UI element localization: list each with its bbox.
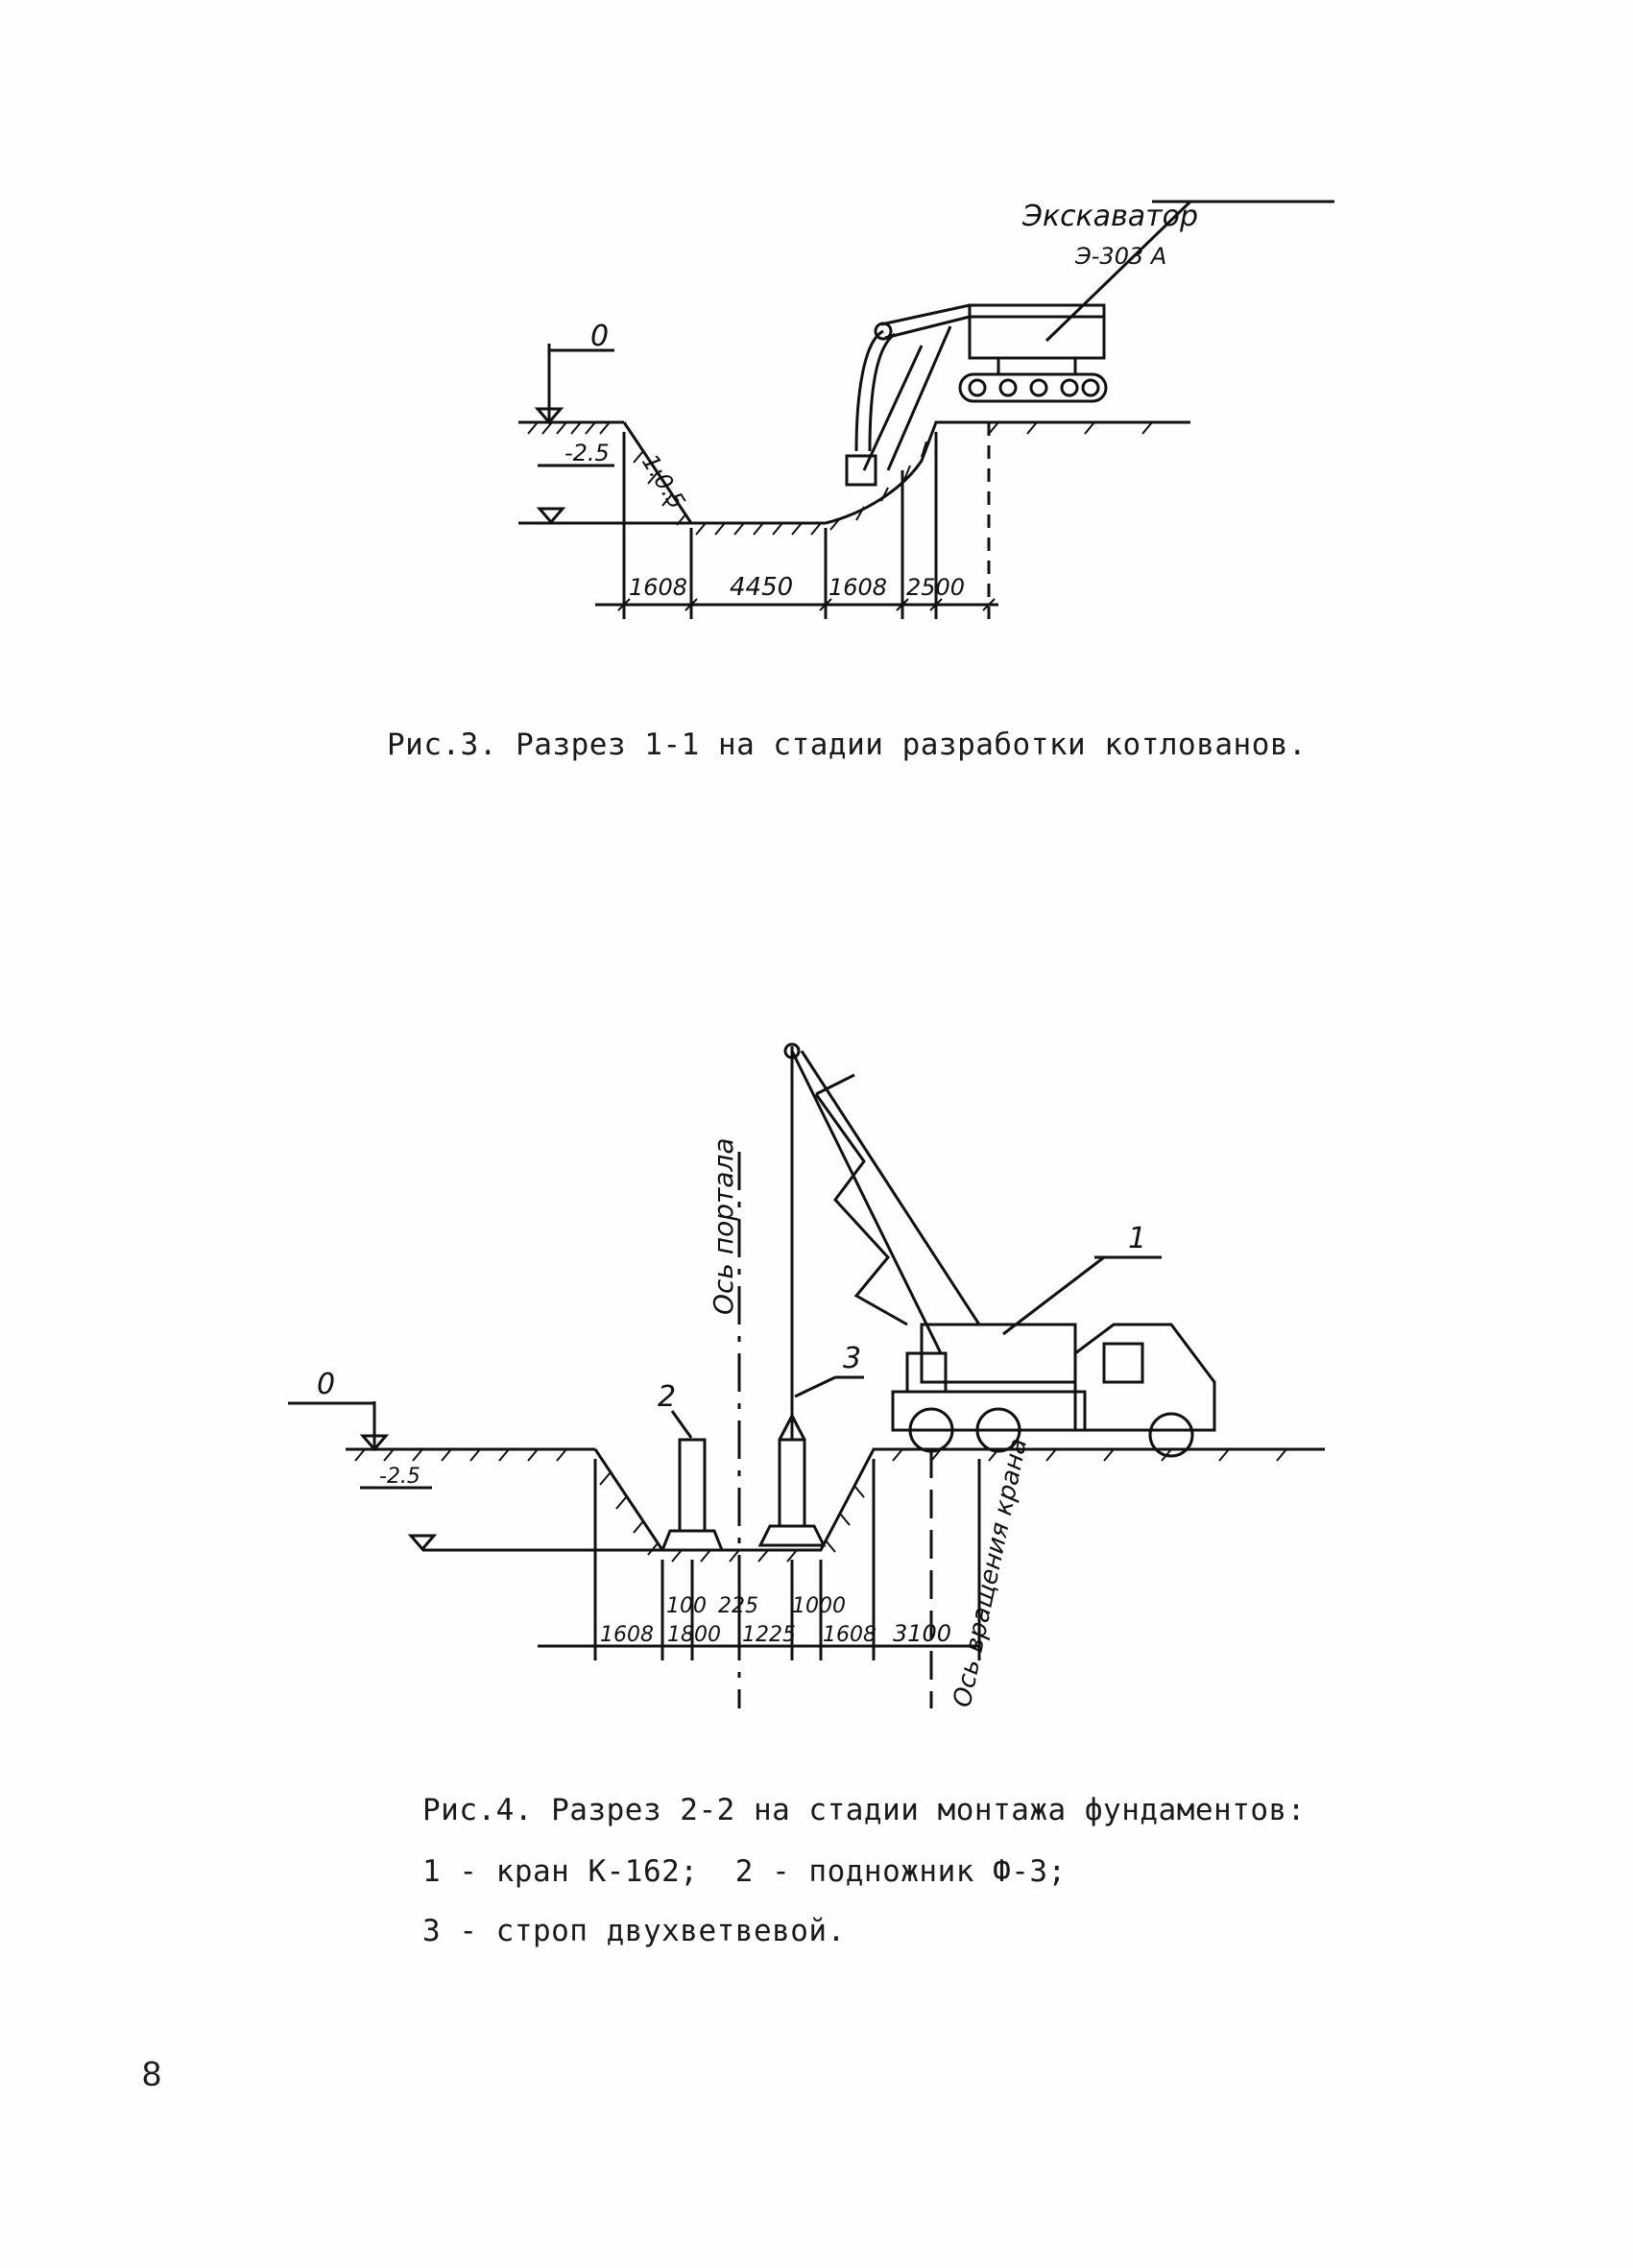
fig3-caption: Рис.3. Разрез 1-1 на стадии разработки к… [387,728,1308,762]
fig4-dim-bottom-5: 3100 [893,1620,951,1647]
fig4-callout-3: 3 [843,1342,861,1375]
fig4-dim-bottom-4: 1608 [823,1623,877,1647]
fig4-dim-top-3: 1000 [792,1594,846,1618]
fig4-callout-2: 2 [658,1380,676,1414]
fig4-caption-line-3: 3 - строп двухветвевой. [422,1914,846,1948]
page-number: 8 [142,2054,162,2093]
fig3-level-top: 0 [590,320,609,353]
fig4-dim-bottom-2: 1800 [667,1623,721,1647]
figure-4-foundation-section: 0 -2.5 Ось портала Ось вращения крана 1 … [288,1042,1325,1709]
fig4-caption-line-1: Рис.4. Разрез 2-2 на стадии монтажа фунд… [422,1793,1306,1827]
fig4-dim-top-1: 100 [666,1594,707,1618]
fig3-excavator-model: Э-303 А [1074,243,1166,270]
fig3-level-bottom: -2.5 [564,440,610,466]
fig4-dim-bottom-1: 1608 [600,1623,654,1647]
fig4-level-bottom: -2.5 [379,1465,420,1489]
fig3-dim-3: 1608 [829,574,887,601]
fig4-callout-1: 1 [1128,1222,1146,1255]
figure-3-excavation-section: 0 -2.5 1:0.5 1608 4450 1608 2500 Экскава… [518,200,1334,619]
fig4-dim-bottom-3: 1225 [742,1623,796,1647]
fig3-slope-label: 1:0.5 [636,449,690,513]
fig4-dim-top-2: 225 [718,1594,758,1618]
fig3-excavator-label: Экскаватор [1021,200,1198,233]
fig4-level-top: 0 [317,1368,335,1401]
fig3-dim-4: 2500 [906,574,965,601]
fig3-dim-2: 4450 [730,573,793,602]
fig4-axis-portal: Ось портала [708,1137,739,1315]
fig4-caption-line-2: 1 - кран К-162; 2 - подножник Ф-3; [422,1854,1067,1889]
fig4-axis-rotation: Ось вращения крана [949,1436,1034,1709]
fig3-dim-1: 1608 [629,574,687,601]
